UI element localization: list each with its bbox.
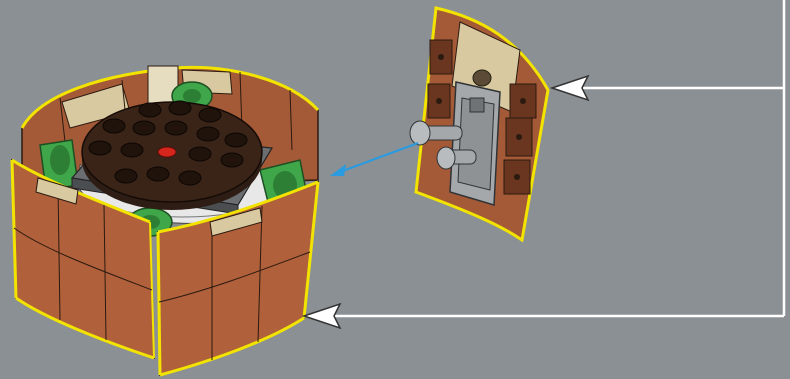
- round-plate: [82, 101, 262, 210]
- wall-panel-round-stud: [473, 70, 491, 86]
- center-red-axle: [158, 147, 176, 157]
